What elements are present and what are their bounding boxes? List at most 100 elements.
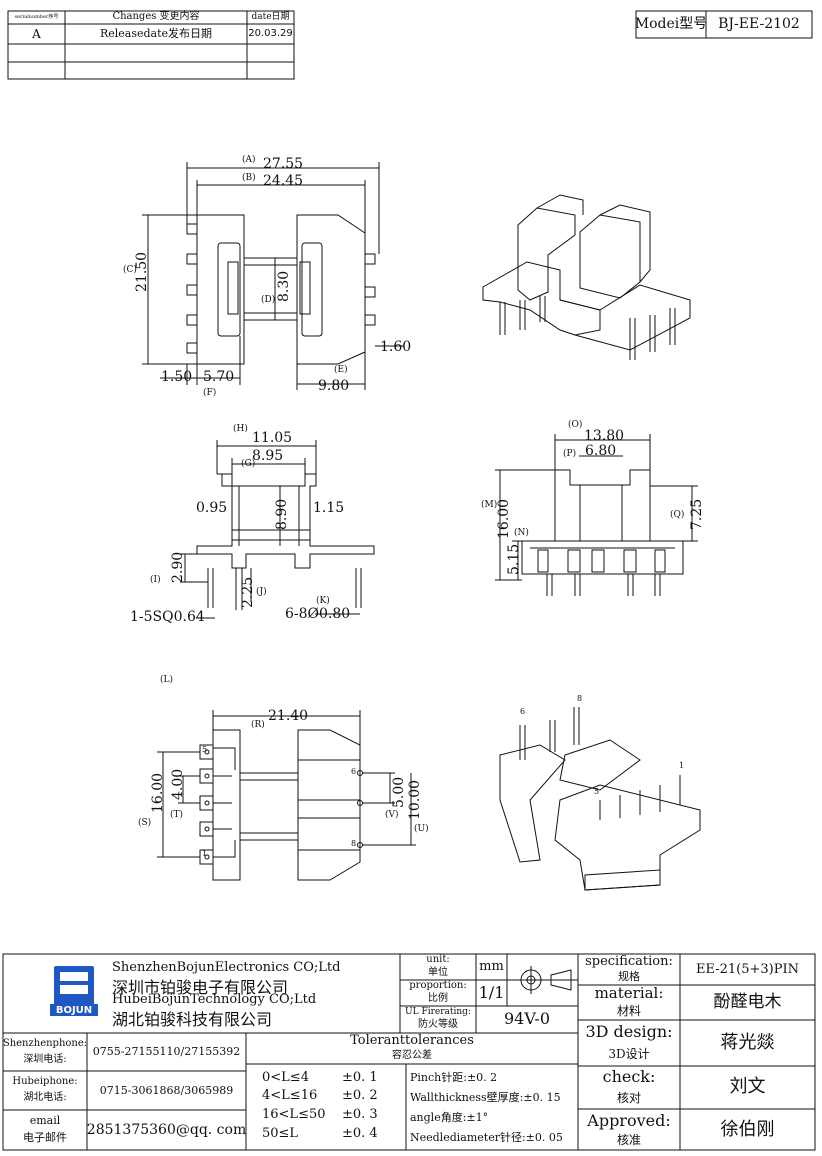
company-line-3: HubeiBojunTechnology CO;Ltd	[112, 992, 317, 1007]
proportion-label: proportion:	[409, 980, 467, 992]
dim-d-label: (D)	[261, 295, 276, 305]
dim-t-label: (T)	[170, 810, 184, 820]
dim-b-value: 24.45	[263, 173, 304, 189]
check-label: check:	[602, 1066, 656, 1086]
dim-m-value: 16.00	[496, 498, 512, 539]
dim-s-value: 16.00	[150, 772, 166, 813]
dim-p-label: (P)	[563, 449, 577, 459]
title-block-frame	[2, 953, 816, 1151]
dim-e-label: (E)	[334, 365, 348, 375]
bottom-pin-8-label: 8	[351, 839, 357, 848]
dim-u-value: 10.00	[407, 779, 423, 820]
proportion-value: 1/1	[478, 982, 505, 1002]
material-label-cn: 材料	[616, 1003, 641, 1018]
dim-f-value: 5.70	[203, 369, 235, 385]
tol-value-2: ±0. 2	[342, 1088, 378, 1103]
spec-value: EE-21(5+3)PIN	[696, 961, 799, 977]
dim-i-value: 2.90	[170, 551, 186, 583]
tolerance-title-cn: 容忍公差	[392, 1049, 432, 1061]
proportion-label-cn: 比例	[428, 993, 448, 1005]
spec-label-cn: 规格	[618, 970, 640, 984]
revision-row-date: 20.03.29	[248, 27, 293, 39]
contact-hb-value: 0715-3061868/3065989	[99, 1083, 234, 1097]
ul-value: 94V-0	[503, 1009, 551, 1029]
unit-label-cn: 单位	[428, 967, 448, 979]
dim-sq-value: 1-5SQ0.64	[130, 609, 205, 625]
side-view	[495, 434, 698, 596]
company-line-4: 湖北铂骏科技有限公司	[112, 1010, 273, 1029]
contact-email-label: email	[29, 1114, 61, 1128]
spec-label: specification:	[585, 954, 673, 970]
dim-s-label: (S)	[138, 818, 152, 828]
tol-range-2: 4<L≤16	[262, 1088, 318, 1103]
dim-c-label: (C)	[123, 265, 137, 275]
dim-f-left-value: 1.50	[161, 369, 193, 385]
ul-label-cn: 防火等级	[418, 1019, 458, 1031]
model-value: BJ-EE-2102	[718, 16, 800, 33]
tol-value-4: ±0. 4	[342, 1126, 378, 1141]
company-line-1: ShenzhenBojunElectronics CO;Ltd	[112, 960, 341, 975]
contact-hb-label: Hubeiphone:	[12, 1075, 78, 1087]
front-view	[180, 440, 375, 619]
dim-n-value: 5.15	[506, 543, 522, 575]
model-box	[635, 10, 813, 39]
bottom-view	[157, 710, 416, 881]
company-line-2: 深圳市铂骏电子有限公司	[112, 978, 289, 997]
dim-q-value: 7.25	[689, 498, 705, 530]
bojun-logo-icon	[50, 966, 98, 1016]
dim-v-value: 5.00	[391, 776, 407, 808]
contact-hb-label-cn: 湖北电话:	[23, 1091, 67, 1103]
dim-m-label: (M)	[481, 500, 498, 510]
logo-text: BOJUN	[55, 1004, 93, 1016]
model-label: Modei型号	[634, 16, 708, 33]
dim-a-value: 27.55	[263, 156, 304, 172]
note-needle: Needlediameter针径:±0. 05	[410, 1131, 563, 1144]
tol-value-3: ±0. 3	[342, 1107, 378, 1122]
dim-u-label: (U)	[414, 824, 429, 834]
dim-pin-value: 1.60	[380, 339, 412, 355]
dim-w1-value: 0.95	[196, 500, 228, 516]
dim-w2-value: 1.15	[313, 500, 345, 516]
dim-b-label: (B)	[242, 173, 256, 183]
design-value: 蒋光燚	[720, 1031, 775, 1053]
design-label: 3D design:	[585, 1021, 673, 1041]
dim-t-value: 4.00	[170, 768, 186, 800]
design-label-cn: 3D设计	[608, 1046, 650, 1061]
iso-view-top	[482, 194, 691, 360]
dim-c-value: 21.50	[134, 251, 150, 292]
dim-g-value: 8.95	[252, 448, 284, 464]
dim-j-value: 2.25	[240, 576, 256, 608]
contact-sz-label: Shenzhenphone:	[2, 1037, 88, 1049]
unit-label: unit:	[426, 954, 450, 966]
dim-l-label: (L)	[160, 675, 173, 685]
approved-value: 徐伯刚	[720, 1118, 775, 1140]
approved-label: Approved:	[587, 1110, 671, 1130]
dim-v-label: (V)	[385, 810, 399, 820]
revision-header-date: date日期	[251, 11, 290, 22]
dim-f-label: (F)	[203, 388, 217, 398]
iso-view-bottom	[499, 707, 701, 891]
dim-h-label: (H)	[233, 424, 248, 434]
dim-o-value: 13.80	[584, 428, 625, 444]
iso-pin-5-label: 5	[594, 787, 600, 796]
iso-pin-6-label: 6	[520, 707, 526, 716]
bottom-pin-1-label: 1	[202, 849, 208, 858]
iso-pin-8-label: 8	[577, 694, 583, 703]
contact-email-label-cn: 电子邮件	[23, 1131, 67, 1145]
dim-g-label: (G)	[241, 459, 256, 469]
dim-k-value: 6-8Ø0.80	[285, 606, 351, 622]
note-angle: angle角度:±1°	[410, 1111, 489, 1124]
tol-value-1: ±0. 1	[342, 1070, 378, 1085]
dim-a-label: (A)	[242, 155, 256, 165]
check-value: 刘文	[729, 1076, 766, 1098]
dim-p-value: 6.80	[585, 443, 617, 459]
revision-row-change: Releasedate发布日期	[99, 27, 213, 41]
note-pinch: Pinch针距:±0. 2	[410, 1071, 498, 1084]
dim-h-value: 11.05	[252, 430, 293, 446]
iso-pin-1-label: 1	[679, 761, 685, 770]
revision-header-serial: serialnumber序号	[14, 13, 59, 20]
check-label-cn: 核对	[616, 1090, 641, 1105]
top-view	[142, 162, 404, 390]
revision-header-changes: Changes 变更内容	[112, 11, 200, 23]
